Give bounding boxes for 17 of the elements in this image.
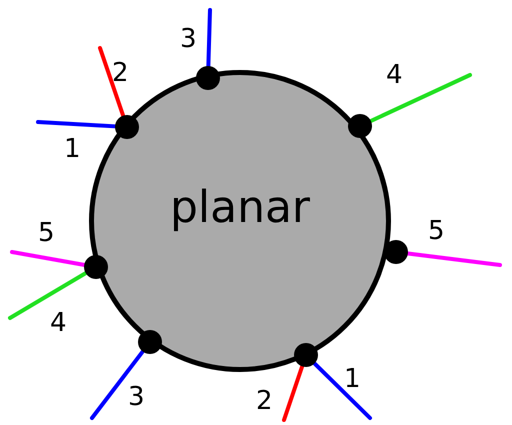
circle-label: planar [170, 182, 310, 232]
connector-line [90, 348, 146, 420]
edge-label: 3 [128, 384, 145, 410]
connector-line [8, 270, 90, 320]
connector-line [311, 360, 372, 420]
junction-dot [196, 66, 220, 90]
edge-label: 5 [428, 218, 445, 244]
edge-label: 2 [112, 60, 129, 86]
junction-dot [384, 240, 408, 264]
edge-label: 1 [344, 366, 361, 392]
edge-label: 2 [256, 388, 273, 414]
edge-label: 4 [50, 310, 67, 336]
junction-dot [84, 255, 108, 279]
edge-label: 1 [64, 136, 81, 162]
edge-label: 4 [386, 62, 403, 88]
edge-label: 3 [180, 26, 197, 52]
edge-label: 5 [38, 220, 55, 246]
